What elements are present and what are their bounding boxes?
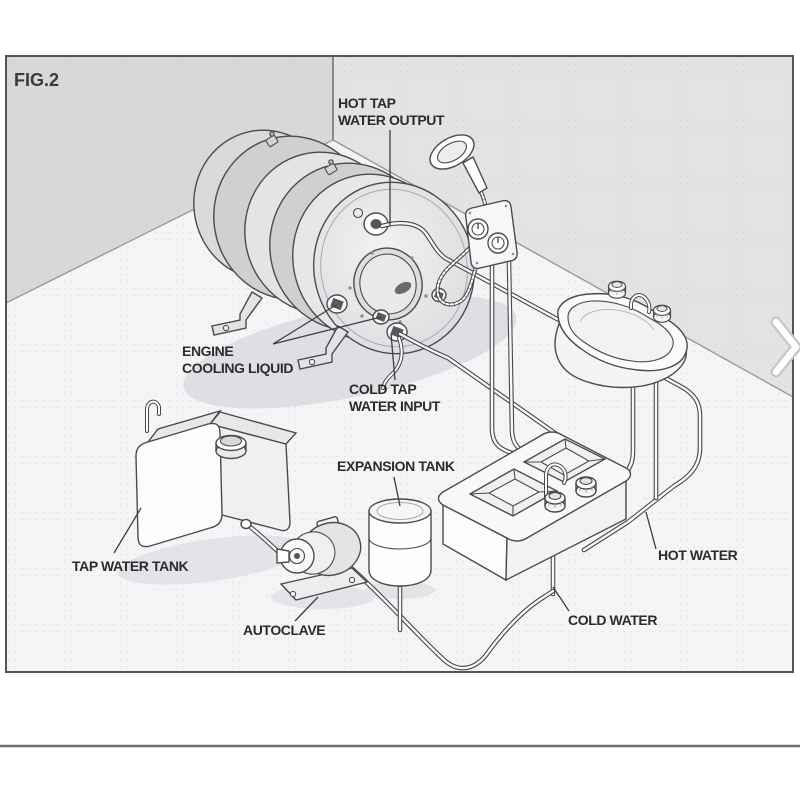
sink-faucet — [544, 462, 568, 500]
sink-basin-left — [468, 468, 559, 517]
label-text: WATER INPUT — [349, 398, 441, 414]
tank-outlet — [240, 518, 252, 530]
next-arrow-icon[interactable] — [770, 316, 800, 378]
tank-filler-cap — [215, 434, 247, 460]
sink-basin-right — [522, 438, 607, 483]
label-hot-tap-water-output: HOT TAP WATER OUTPUT — [338, 95, 445, 226]
tap-water-tank — [135, 399, 298, 548]
basin-tap — [607, 280, 627, 299]
label-hot-water: HOT WATER — [645, 511, 738, 563]
shower-handle — [462, 155, 488, 194]
label-expansion-tank: EXPANSION TANK — [337, 458, 455, 507]
basin-apron — [554, 322, 687, 389]
panel-screws — [468, 204, 515, 265]
sink — [437, 431, 632, 582]
label-text: HOT TAP — [338, 95, 396, 111]
boiler-access-plate — [348, 247, 428, 324]
label-text: COOLING LIQUID — [182, 360, 293, 376]
mixer-knob — [467, 218, 489, 240]
label-tap-water-tank: TAP WATER TANK — [72, 507, 189, 574]
expansion-tank — [368, 498, 432, 587]
plate-bolts — [348, 251, 428, 324]
autoclave-pump — [276, 516, 369, 601]
basin-spout — [628, 293, 652, 314]
label-text: COLD TAP — [349, 381, 416, 397]
figure-frame — [5, 55, 794, 673]
label-text: HOT WATER — [658, 547, 738, 563]
face-detail-hole — [352, 207, 364, 219]
label-text: WATER OUTPUT — [338, 112, 445, 128]
label-cold-water: COLD WATER — [552, 586, 658, 628]
label-autoclave: AUTOCLAVE — [243, 596, 326, 638]
figure-label: FIG.2 — [14, 70, 59, 90]
engine-coolant-port — [326, 294, 348, 314]
basin-bowl — [567, 300, 674, 363]
label-text: TAP WATER TANK — [72, 558, 189, 574]
sink-tap — [575, 476, 597, 498]
label-text: AUTOCLAVE — [243, 622, 325, 638]
label-engine-cooling-liquid: ENGINE COOLING LIQUID — [182, 304, 382, 376]
pump-inlet — [276, 548, 290, 564]
label-cold-tap-water-input: COLD TAP WATER INPUT — [349, 333, 441, 414]
shower — [429, 134, 518, 307]
cold-water-pipe — [397, 331, 585, 455]
floor-loop-pipe — [347, 564, 556, 671]
boiler-tank — [193, 129, 476, 370]
label-text: ENGINE — [182, 343, 233, 359]
mixer-knob — [487, 232, 509, 254]
washbasin — [554, 280, 688, 389]
shower-head — [429, 134, 475, 170]
brand-logo — [394, 281, 412, 295]
sink-tap — [544, 491, 566, 513]
basin-tap — [652, 304, 672, 323]
label-text: EXPANSION TANK — [337, 458, 455, 474]
hot-output-port — [363, 212, 389, 236]
callout-labels: HOT TAP WATER OUTPUT ENGINE COOLING LIQU… — [72, 95, 738, 638]
label-text: COLD WATER — [568, 612, 657, 628]
hot-water-pipe — [379, 221, 703, 553]
tank-front-face — [135, 422, 223, 548]
tank-vent-pipe — [145, 399, 161, 433]
shower-mixer-panel — [464, 199, 518, 270]
